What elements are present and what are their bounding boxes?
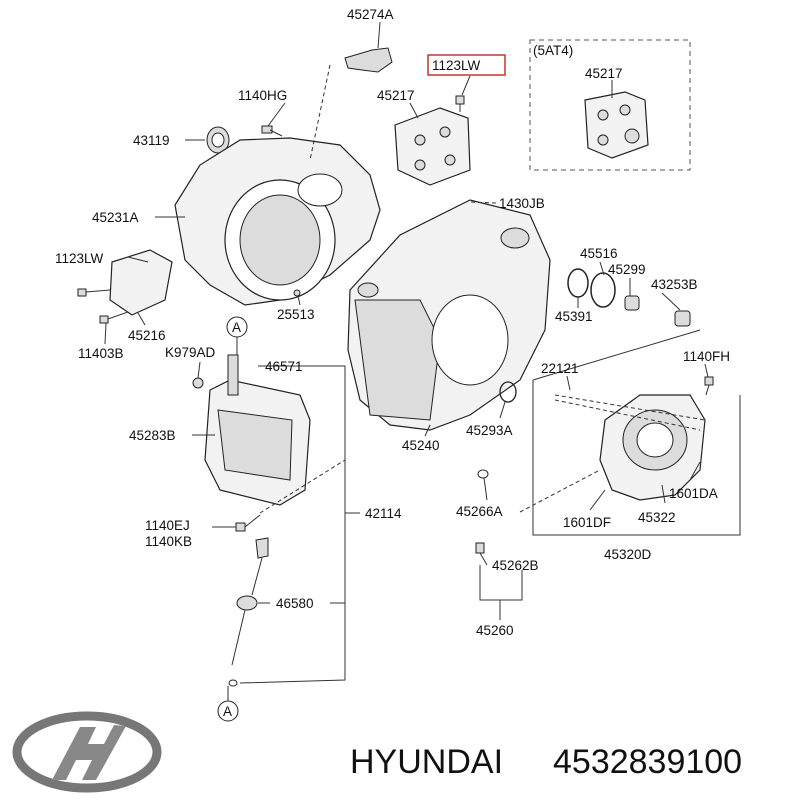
- callout-1601df: 1601DF: [563, 515, 611, 530]
- bolt-1140fh: [704, 376, 714, 396]
- callout-45293a: 45293A: [466, 423, 513, 438]
- callout-1430jb: 1430JB: [499, 196, 545, 211]
- callout-42114: 42114: [365, 506, 402, 521]
- callout-1140ej: 1140EJ: [145, 518, 190, 533]
- transmission-case-45240: [347, 199, 551, 431]
- callout-45240: 45240: [402, 438, 440, 453]
- callout-45391: 45391: [555, 309, 593, 324]
- callout-1123lw-highlight: 1123LW: [432, 58, 481, 73]
- callout-46580: 46580: [276, 596, 314, 611]
- callout-43253b: 43253B: [651, 277, 698, 292]
- callout-45283b: 45283B: [129, 428, 176, 443]
- bracket-45274a: [344, 47, 393, 73]
- leader-lines: [104, 21, 709, 701]
- callout-45299: 45299: [608, 262, 646, 277]
- callout-45231a: 45231A: [92, 210, 139, 225]
- bolt-1140hg: [261, 125, 283, 137]
- callout-22121: 22121: [541, 361, 579, 376]
- callout-1140hg: 1140HG: [238, 88, 287, 103]
- part-number: 4532839100: [553, 743, 742, 781]
- highlight-box-1123lw: [427, 54, 506, 76]
- callout-46571: 46571: [265, 359, 303, 374]
- o-ring-45266a: [477, 469, 489, 479]
- variant-box: [529, 39, 691, 171]
- mount-45217-5at4: [584, 91, 649, 159]
- callout-k979ad: K979AD: [165, 345, 216, 360]
- callout-5at4: (5AT4): [533, 43, 573, 58]
- callout-45262b: 45262B: [492, 558, 539, 573]
- callout-11403b: 11403B: [78, 346, 124, 361]
- bolt-1140ej: [235, 514, 261, 532]
- callout-43119: 43119: [133, 133, 170, 148]
- mount-45217: [394, 107, 471, 186]
- clip-k979ad: [192, 377, 204, 389]
- bushing-45299: [624, 295, 640, 311]
- bushing-43253b: [674, 310, 691, 327]
- assembly-bracket-45320d: [532, 380, 741, 536]
- callout-1601da: 1601DA: [669, 486, 718, 501]
- callout-45322: 45322: [638, 510, 676, 525]
- o-ring-dipstick: [228, 679, 238, 687]
- callout-1140kb: 1140KB: [145, 534, 192, 549]
- marker-a-bottom-label: A: [223, 704, 232, 719]
- o-ring-45293a: [499, 381, 517, 403]
- oil-pan-45283b: [204, 379, 311, 506]
- callout-45516: 45516: [580, 246, 618, 261]
- dipstick-46580: [231, 537, 269, 666]
- callout-45274a: 45274A: [347, 7, 394, 22]
- plug-25513: [293, 289, 301, 297]
- converter-housing-45231a: [174, 137, 381, 306]
- hyundai-logo-icon: [12, 711, 162, 793]
- o-ring-45391: [567, 268, 589, 298]
- callout-45320d: 45320D: [604, 547, 652, 562]
- callout-45260: 45260: [476, 623, 514, 638]
- callout-45217-5at4: 45217: [585, 66, 623, 81]
- callout-45217: 45217: [377, 88, 415, 103]
- callout-1140fh: 1140FH: [683, 349, 730, 364]
- callout-45266a: 45266A: [456, 504, 503, 519]
- bolt-11403b: [99, 311, 129, 324]
- marker-a-top-label: A: [232, 320, 241, 335]
- bolt-1123lw: [77, 288, 111, 297]
- bolt-1123lw-top: [455, 95, 465, 112]
- callout-1123lw: 1123LW: [55, 251, 104, 266]
- callout-25513: 25513: [277, 307, 315, 322]
- sensor-45262b: [475, 542, 485, 554]
- o-ring-45516: [590, 272, 616, 308]
- bracket-45216: [109, 249, 173, 316]
- callout-45216: 45216: [128, 328, 166, 343]
- brand-name: HYUNDAI: [350, 743, 503, 781]
- side-cover-45320d: [599, 394, 706, 501]
- filler-tube-k979ad: [227, 354, 239, 396]
